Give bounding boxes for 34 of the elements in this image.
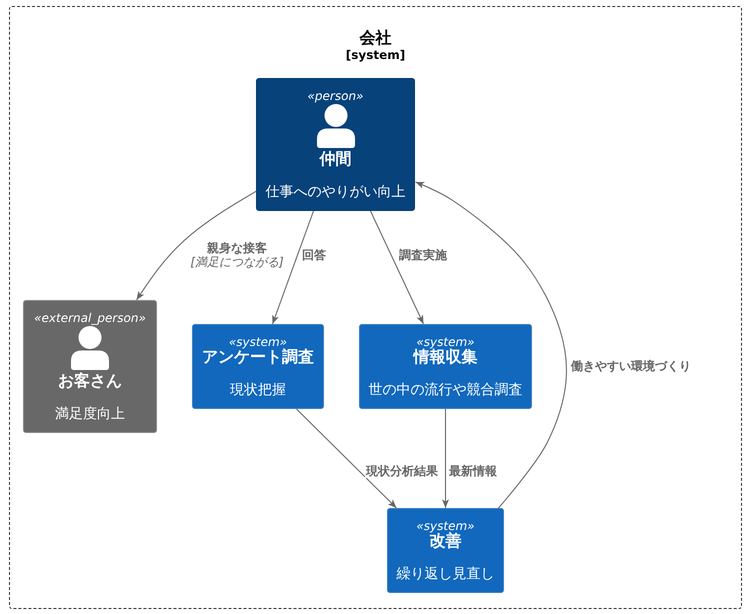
node-title: アンケート調査: [202, 347, 314, 367]
stereotype-label: «person»: [308, 89, 364, 103]
node-description: 現状把握: [230, 381, 286, 399]
edge-label: 親身な接客 [満足につながる]: [189, 241, 285, 269]
system-boundary: [9, 6, 742, 609]
arrow: [136, 190, 257, 300]
edge-label: 調査実施: [398, 248, 448, 262]
node-description: 世の中の流行や競合調査: [368, 381, 522, 399]
person-box: [256, 78, 415, 211]
node-description: 繰り返し見直し: [396, 565, 494, 583]
external-person-box: [23, 300, 157, 433]
arrow: [272, 210, 314, 324]
system-box: [387, 508, 504, 593]
system-box: [192, 324, 324, 409]
arrow: [415, 182, 567, 508]
system-box: [359, 324, 532, 409]
node-title: お客さん: [58, 371, 122, 391]
node-description: 満足度向上: [55, 405, 125, 423]
node-title: 情報収集: [414, 347, 478, 367]
arrow: [296, 408, 397, 508]
stereotype-label: «system»: [416, 519, 475, 533]
stereotype-label: «external_person»: [34, 311, 146, 325]
edge-label: 回答: [301, 248, 327, 262]
node-title: 仲間: [320, 149, 352, 169]
edge-label: 最新情報: [448, 464, 498, 478]
edge-label: 現状分析結果: [365, 464, 439, 478]
arrow: [370, 210, 424, 324]
stereotype-label: «system»: [416, 335, 475, 349]
boundary-title: 会社: [360, 28, 392, 48]
node-title: 改善: [430, 531, 462, 551]
arrow: [442, 408, 449, 508]
node-description: 仕事へのやりがい向上: [266, 183, 406, 201]
stereotype-label: «system»: [228, 335, 288, 349]
boundary-type: [system]: [346, 48, 406, 62]
